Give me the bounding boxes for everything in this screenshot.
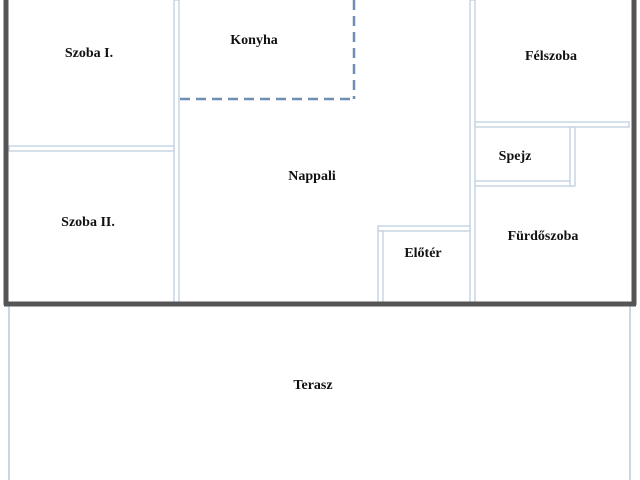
terrace-outline — [8, 306, 631, 480]
interior-walls — [8, 0, 630, 304]
room-label-felszoba: Félszoba — [525, 49, 577, 64]
room-label-eloter: Előtér — [404, 246, 441, 261]
room-label-szoba1: Szoba I. — [65, 46, 113, 61]
kitchen-dashed-boundary — [180, 0, 356, 101]
room-label-spejz: Spejz — [499, 149, 532, 164]
room-label-szoba2: Szoba II. — [61, 215, 115, 230]
exterior-walls — [3, 0, 637, 307]
room-label-nappali: Nappali — [288, 169, 336, 184]
room-label-furdoszoba: Fürdőszoba — [508, 229, 579, 244]
room-label-terasz: Terasz — [293, 378, 332, 393]
room-label-konyha: Konyha — [230, 33, 277, 48]
